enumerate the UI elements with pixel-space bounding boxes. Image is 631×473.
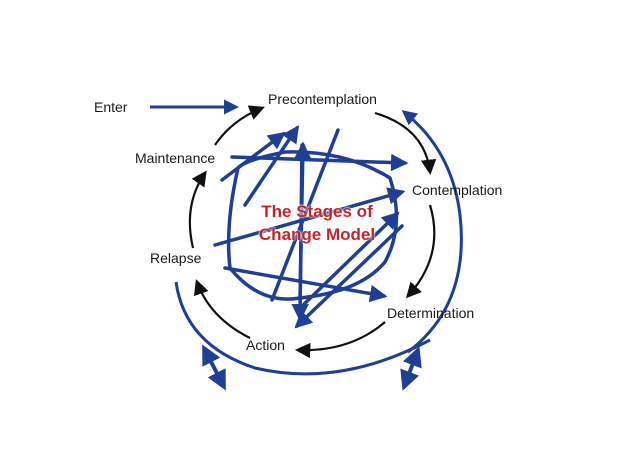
double-arrow-left [202,344,226,391]
scribble-diagonal-to-action [294,224,404,329]
title-line-2: Change Model [258,225,376,244]
label-enter: Enter [94,99,128,115]
scribble-up-left-2 [220,131,286,182]
scribble-vertical-down [291,143,309,322]
scribble-diagonal-long [270,128,340,302]
label-determination: Determination [387,305,475,321]
scribble-relapse-to-contemplation [213,187,406,247]
double-arrows [202,344,422,391]
diagram-title: The Stages of Change Model [222,200,412,246]
scribble-up-left [243,125,299,207]
arrow-action-to-relapse [193,279,251,339]
label-maintenance: Maintenance [135,150,216,166]
scribble-maintenance-to-contemplation [230,153,409,172]
outer-arc-right [401,110,463,354]
label-contemplation: Contemplation [412,182,503,198]
arrow-relapse-to-maintenance [188,170,207,249]
outer-arc-bottom [174,281,431,376]
scribble-relapse-to-determination [223,266,388,303]
label-action: Action [246,337,285,353]
cycle-arrows [188,105,437,359]
scribble-overlay [213,125,409,329]
scribble-diagonal-to-contemplation [296,211,400,312]
label-precontemplation: Precontemplation [268,91,377,107]
double-arrow-right [400,346,422,391]
arrow-determination-to-action [294,321,386,359]
arrow-maintenance-to-precontemplation [214,105,265,146]
label-relapse: Relapse [150,250,202,266]
arrow-contemplation-to-determination [405,204,436,299]
arrow-precontemplation-to-contemplation [374,111,437,176]
title-line-1: The Stages of [261,202,373,221]
outer-blue-loops [174,110,463,376]
